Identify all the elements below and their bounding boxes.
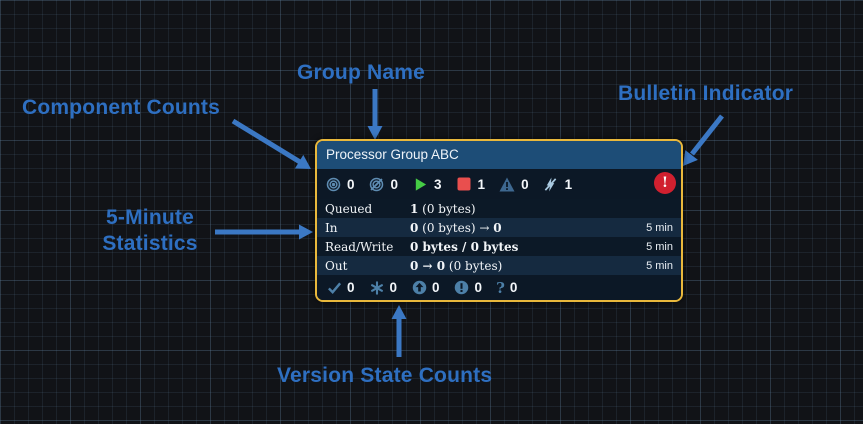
- up-to-date-icon: [326, 280, 342, 296]
- disabled-icon: [543, 176, 559, 192]
- stat-row-queued: Queued 1 (0 bytes): [317, 199, 681, 218]
- not-transmitting-count: 0: [390, 176, 399, 192]
- bulletin-indicator-icon[interactable]: !: [654, 172, 676, 194]
- stat-window: 5 min: [646, 240, 673, 253]
- component-counts-row: 0 0 3 1 0 1 !: [317, 169, 681, 199]
- five-minute-statistics-label: 5-Minute Statistics: [102, 206, 198, 255]
- bulletin-indicator-label: Bulletin Indicator: [618, 82, 794, 105]
- locally-modified-and-stale-count: 0: [474, 280, 483, 295]
- stale-icon: [411, 280, 427, 296]
- stat-value: 0 bytes / 0 bytes: [410, 239, 519, 254]
- locally-modified-icon: [369, 280, 385, 296]
- running-count: 3: [434, 176, 442, 192]
- up-to-date-count: 0: [347, 280, 355, 295]
- version-state-counts-label: Version State Counts: [277, 364, 493, 387]
- five-minute-statistics-table: Queued 1 (0 bytes) In 0 (0 bytes) → 0 5 …: [317, 199, 681, 275]
- running-icon: [412, 176, 428, 192]
- stat-row-read-write: Read/Write 0 bytes / 0 bytes 5 min: [317, 237, 681, 256]
- version-state-counts-row: 0 0 0 0 ? 0: [317, 275, 681, 300]
- process-group[interactable]: Processor Group ABC 0 0 3 1 0: [315, 139, 683, 302]
- stat-row-in: In 0 (0 bytes) → 0 5 min: [317, 218, 681, 237]
- stat-window: 5 min: [646, 259, 673, 272]
- stat-label: Out: [325, 258, 348, 273]
- invalid-icon: [499, 176, 515, 192]
- process-group-title[interactable]: Processor Group ABC: [317, 141, 681, 169]
- stat-value: 0 → 0 (0 bytes): [410, 258, 503, 273]
- sync-failure-count: 0: [509, 280, 518, 295]
- stat-value: 0 (0 bytes) → 0: [410, 220, 502, 235]
- stopped-icon: [456, 176, 472, 192]
- stale-count: 0: [432, 280, 440, 295]
- component-counts-arrow: [231, 118, 302, 165]
- locally-modified-and-stale-icon: [454, 280, 470, 296]
- group-name-label: Group Name: [297, 61, 426, 84]
- stopped-count: 1: [477, 176, 486, 192]
- transmitting-count: 0: [347, 176, 355, 192]
- locally-modified-count: 0: [389, 280, 398, 295]
- stat-value: 1 (0 bytes): [410, 201, 476, 216]
- not-transmitting-icon: [369, 176, 385, 192]
- stat-label: In: [325, 220, 338, 235]
- bulletin-indicator-arrow: [690, 114, 724, 156]
- disabled-count: 1: [564, 176, 573, 192]
- invalid-count: 0: [521, 176, 529, 192]
- stat-label: Read/Write: [325, 239, 394, 254]
- sync-failure-icon: ?: [496, 278, 505, 297]
- stat-window: 5 min: [646, 221, 673, 234]
- transmitting-icon: [325, 176, 341, 192]
- stat-row-out: Out 0 → 0 (0 bytes) 5 min: [317, 256, 681, 275]
- component-counts-label: Component Counts: [22, 96, 221, 119]
- stat-label: Queued: [325, 201, 373, 216]
